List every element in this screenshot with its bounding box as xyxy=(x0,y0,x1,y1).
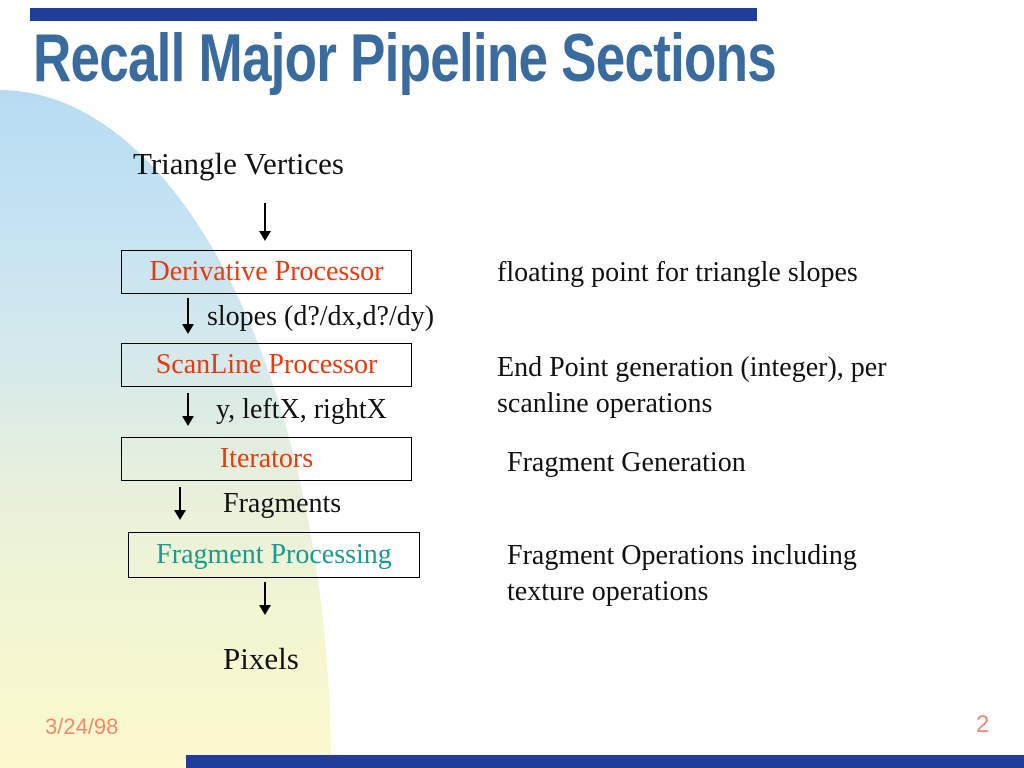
bottom-accent-bar xyxy=(186,755,1024,768)
stage-box-derivative-processor: Derivative Processor xyxy=(121,250,412,294)
flow-sink-label: Pixels xyxy=(223,641,299,676)
arrow-head xyxy=(259,231,271,241)
stage-label: Iterators xyxy=(219,443,314,474)
arrow-shaft xyxy=(187,298,189,326)
arrow-down-icon xyxy=(259,582,271,615)
arrow-down-icon xyxy=(182,393,194,426)
edge-label-slopes: slopes (d?/dx,d?/dy) xyxy=(207,301,435,332)
arrow-down-icon xyxy=(259,203,271,241)
arrow-down-icon xyxy=(182,298,194,334)
stage-box-iterators: Iterators xyxy=(121,437,412,481)
arrow-shaft xyxy=(187,393,189,418)
arrow-head xyxy=(174,510,186,520)
arrow-shaft xyxy=(264,203,266,233)
annotation-scanline-processor: End Point generation (integer), per scan… xyxy=(497,352,887,419)
stage-label: ScanLine Processor xyxy=(155,349,378,380)
arrow-head xyxy=(259,605,271,615)
top-accent-bar xyxy=(30,8,757,21)
annotation-derivative-processor: floating point for triangle slopes xyxy=(497,257,858,288)
arrow-shaft xyxy=(179,487,181,512)
arrow-down-icon xyxy=(174,487,186,520)
flow-source-label: Triangle Vertices xyxy=(133,146,344,181)
stage-label: Fragment Processing xyxy=(156,539,392,570)
arrow-shaft xyxy=(264,582,266,607)
stage-box-fragment-processing: Fragment Processing xyxy=(128,532,420,578)
slide-title: Recall Major Pipeline Sections xyxy=(33,20,777,96)
edge-label-fragments: Fragments xyxy=(223,488,342,519)
arrow-head xyxy=(182,416,194,426)
footer-page-number: 2 xyxy=(976,711,990,738)
stage-label: Derivative Processor xyxy=(149,256,384,287)
arrow-head xyxy=(182,324,194,334)
annotation-iterators: Fragment Generation xyxy=(507,447,746,478)
footer-date: 3/24/98 xyxy=(45,714,119,739)
annotation-fragment-processing: Fragment Operations including texture op… xyxy=(507,540,857,607)
stage-box-scanline-processor: ScanLine Processor xyxy=(121,343,412,387)
edge-label-y-leftx-rightx: y, leftX, rightX xyxy=(216,394,387,425)
